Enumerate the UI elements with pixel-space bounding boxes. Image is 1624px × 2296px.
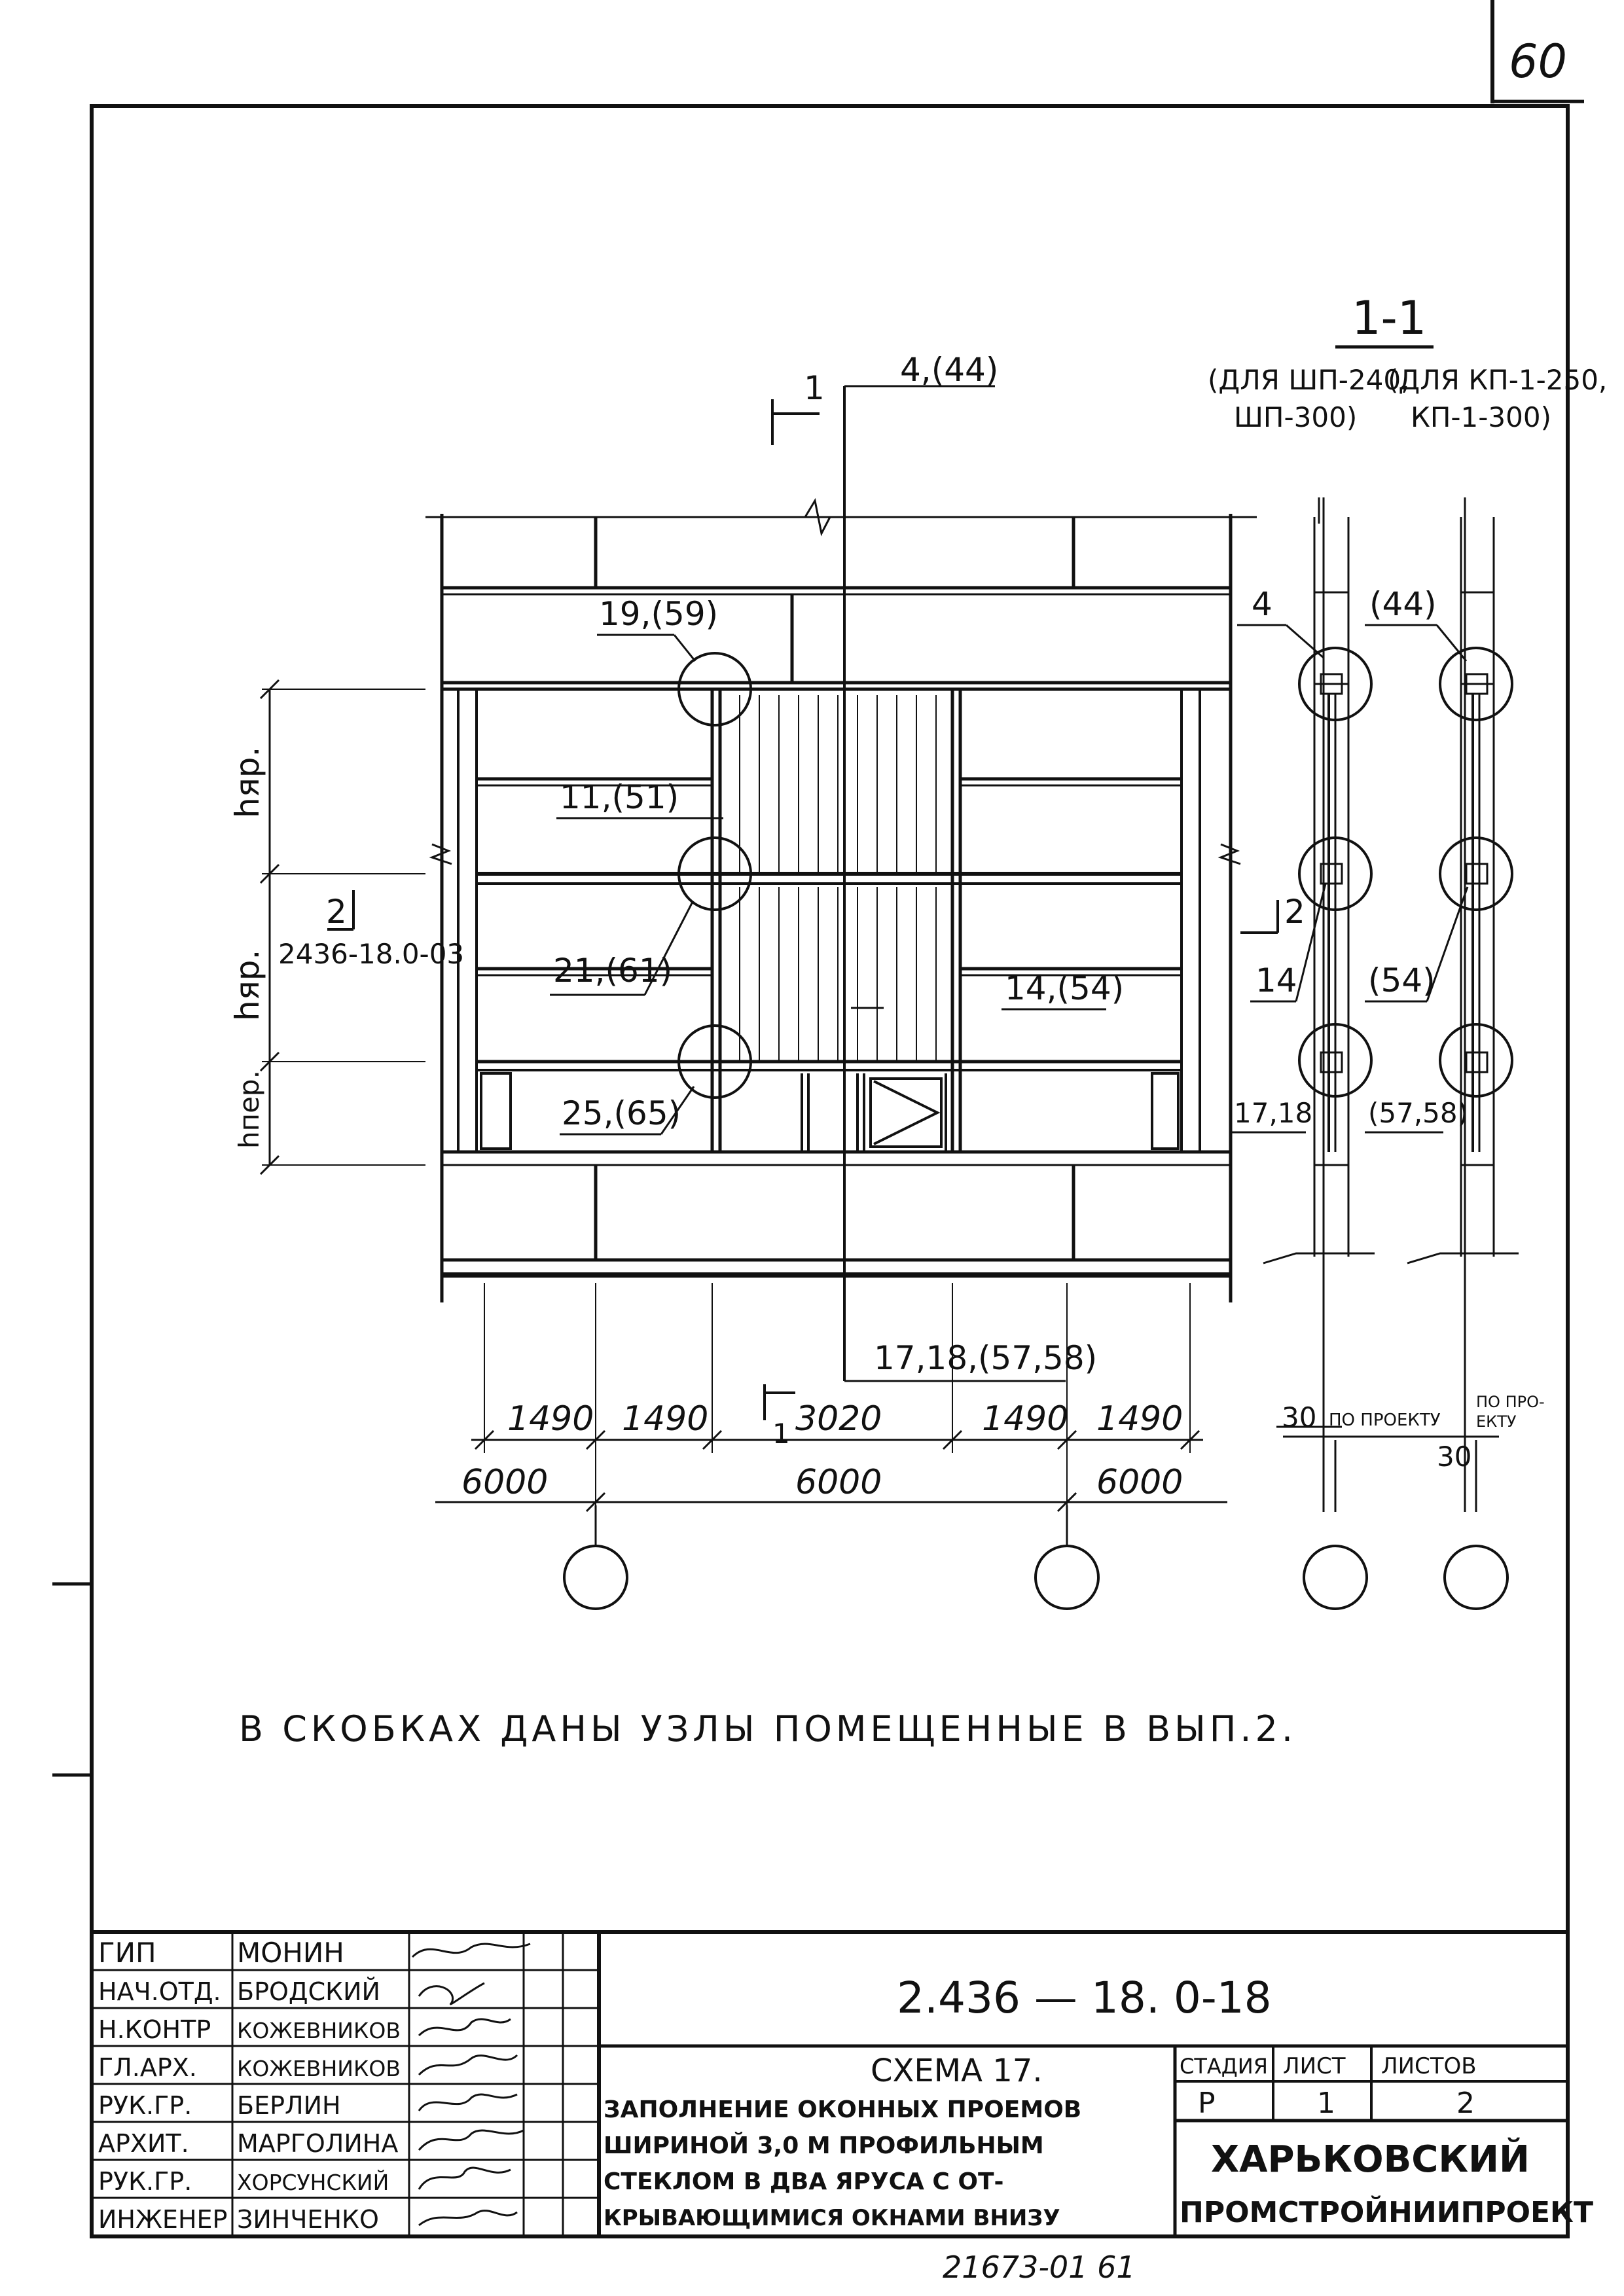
sheet-value: 1: [1317, 2087, 1335, 2120]
role-5: РУК.ГР.: [98, 2091, 192, 2120]
grid-axis-circle: [563, 1545, 628, 1610]
ref-code: 2436-18.0-03: [278, 938, 464, 970]
sec-label-54: (54): [1368, 961, 1435, 999]
name-3: КОЖЕВНИКОВ: [237, 2018, 401, 2043]
elevation-drawing: 1 1 2 2 4,(44) 19,(59) 11,(51) 21,(61) 1…: [228, 351, 1305, 1610]
dim-row1-b: 1490: [622, 1399, 708, 1439]
dim-row1-d: 1490: [982, 1399, 1068, 1439]
section-note-left-2: ШП-300): [1234, 401, 1357, 433]
signatures: [411, 1943, 531, 2227]
dim-row2-b: 6000: [795, 1463, 882, 1502]
grid-axis-circle: [1034, 1545, 1100, 1610]
org-line-1: ХАРЬКОВСКИЙ: [1211, 2138, 1530, 2181]
section-node-circle: [1439, 1023, 1513, 1098]
ref-11: 11,(51): [560, 778, 679, 816]
cut-label-top: 1: [804, 369, 825, 407]
stage-header: СТАДИЯ: [1180, 2054, 1268, 2079]
sec-label-1718: 17,18: [1234, 1097, 1312, 1129]
dim-row2-c: 6000: [1096, 1463, 1183, 1502]
h-tier-2: hяр.: [228, 950, 266, 1021]
section-node-circle: [1439, 836, 1513, 911]
cut2-left-label: 2: [326, 893, 347, 931]
role-1: ГИП: [98, 1937, 156, 1969]
name-5: БЕРЛИН: [237, 2091, 341, 2120]
sec-label-5758: (57,58): [1368, 1097, 1468, 1129]
role-8: ИНЖЕНЕР: [98, 2205, 227, 2234]
sec-dim-proj-b: ПО ПРО-: [1476, 1393, 1545, 1411]
sheet-frame: [90, 104, 1570, 2238]
h-lintel: hпер.: [233, 1070, 265, 1149]
sheet-number: 60: [1509, 35, 1567, 88]
section-node-circle: [1298, 836, 1373, 911]
node-circle-25: [677, 1024, 752, 1099]
title-block: ГИП НАЧ.ОТД. Н.КОНТР ГЛ.АРХ. РУК.ГР. АРХ…: [92, 1930, 1593, 2285]
title-line-1: СХЕМА 17.: [871, 2053, 1043, 2089]
ref-17: 17,18,(57,58): [874, 1339, 1097, 1377]
section-note-right-1: (ДЛЯ КП-1-250,: [1388, 364, 1607, 396]
sheet-number-box: 60: [1490, 0, 1584, 103]
role-7: РУК.ГР.: [98, 2167, 192, 2196]
node-circle-21: [677, 836, 752, 911]
ref-21: 21,(61): [553, 952, 672, 990]
name-4: КОЖЕВНИКОВ: [237, 2056, 401, 2081]
role-3: Н.КОНТР: [98, 2015, 211, 2044]
ref-19: 19,(59): [599, 595, 718, 633]
role-2: НАЧ.ОТД.: [98, 1977, 221, 2006]
sec-dim-proj-a: ПО ПРОЕКТУ: [1329, 1410, 1441, 1430]
cut-label-bottom: 1: [772, 1418, 790, 1450]
drawing-note: В СКОБКАХ ДАНЫ УЗЛЫ ПОМЕЩЕННЫЕ В ВЫП.2.: [239, 1708, 1297, 1749]
name-2: БРОДСКИЙ: [237, 1977, 380, 2006]
title-line-5: КРЫВАЮЩИМИСЯ ОКНАМИ ВНИЗУ: [604, 2205, 1060, 2231]
inventory-number: 21673-01 61: [943, 2250, 1136, 2285]
section-node-circle: [1298, 1023, 1373, 1098]
sheets-header: ЛИСТОВ: [1381, 2053, 1477, 2079]
h-tier-1: hяр.: [228, 747, 266, 818]
org-line-2: ПРОМСТРОЙНИИПРОЕКТ: [1180, 2195, 1593, 2229]
ref-25: 25,(65): [562, 1094, 681, 1132]
sec-dim-30a: 30: [1282, 1401, 1316, 1433]
cut2-right-label: 2: [1284, 893, 1305, 931]
sec-label-4: 4: [1252, 585, 1272, 623]
name-7: ХОРСУНСКИЙ: [237, 2169, 389, 2195]
section-node-circle: [1439, 647, 1513, 721]
ref-top: 4,(44): [900, 351, 998, 389]
grid-axis-circle: [1303, 1545, 1368, 1610]
name-8: ЗИНЧЕНКО: [237, 2205, 379, 2234]
role-6: АРХИТ.: [98, 2129, 189, 2158]
section-1-1: 1-1 (ДЛЯ ШП-240, ШП-300) (ДЛЯ КП-1-250, …: [1208, 291, 1607, 1610]
title-line-3: ШИРИНОЙ 3,0 М ПРОФИЛЬНЫМ: [604, 2132, 1044, 2159]
sec-label-14: 14: [1255, 961, 1297, 999]
ref-14: 14,(54): [1005, 969, 1124, 1007]
dim-row1-e: 1490: [1096, 1399, 1183, 1439]
stage-value: Р: [1198, 2087, 1216, 2120]
title-line-4: СТЕКЛОМ В ДВА ЯРУСА С ОТ-: [604, 2168, 1003, 2195]
role-4: ГЛ.АРХ.: [98, 2053, 197, 2082]
dim-row2-a: 6000: [461, 1463, 548, 1502]
sheets-value: 2: [1456, 2087, 1475, 2120]
dim-row1-a: 1490: [507, 1399, 594, 1439]
section-node-circle: [1298, 647, 1373, 721]
section-note-right-2: КП-1-300): [1411, 401, 1551, 433]
profile-glass-ribs: [739, 695, 937, 1062]
dim-row1-c: 3020: [795, 1399, 882, 1439]
grid-axis-circle: [1443, 1545, 1509, 1610]
sec-dim-proj-c: ЕКТУ: [1476, 1412, 1517, 1431]
sheet-header: ЛИСТ: [1283, 2053, 1346, 2079]
section-title: 1-1: [1352, 291, 1426, 345]
sec-label-44: (44): [1369, 585, 1437, 623]
section-note-left-1: (ДЛЯ ШП-240,: [1208, 364, 1409, 396]
name-6: МАРГОЛИНА: [237, 2129, 398, 2158]
name-1: МОНИН: [237, 1937, 344, 1969]
sec-dim-30b: 30: [1437, 1441, 1471, 1473]
node-circle-19: [677, 652, 752, 726]
doc-code: 2.436 — 18. 0-18: [897, 1973, 1272, 2023]
title-line-2: ЗАПОЛНЕНИЕ ОКОННЫХ ПРОЕМОВ: [604, 2096, 1081, 2123]
